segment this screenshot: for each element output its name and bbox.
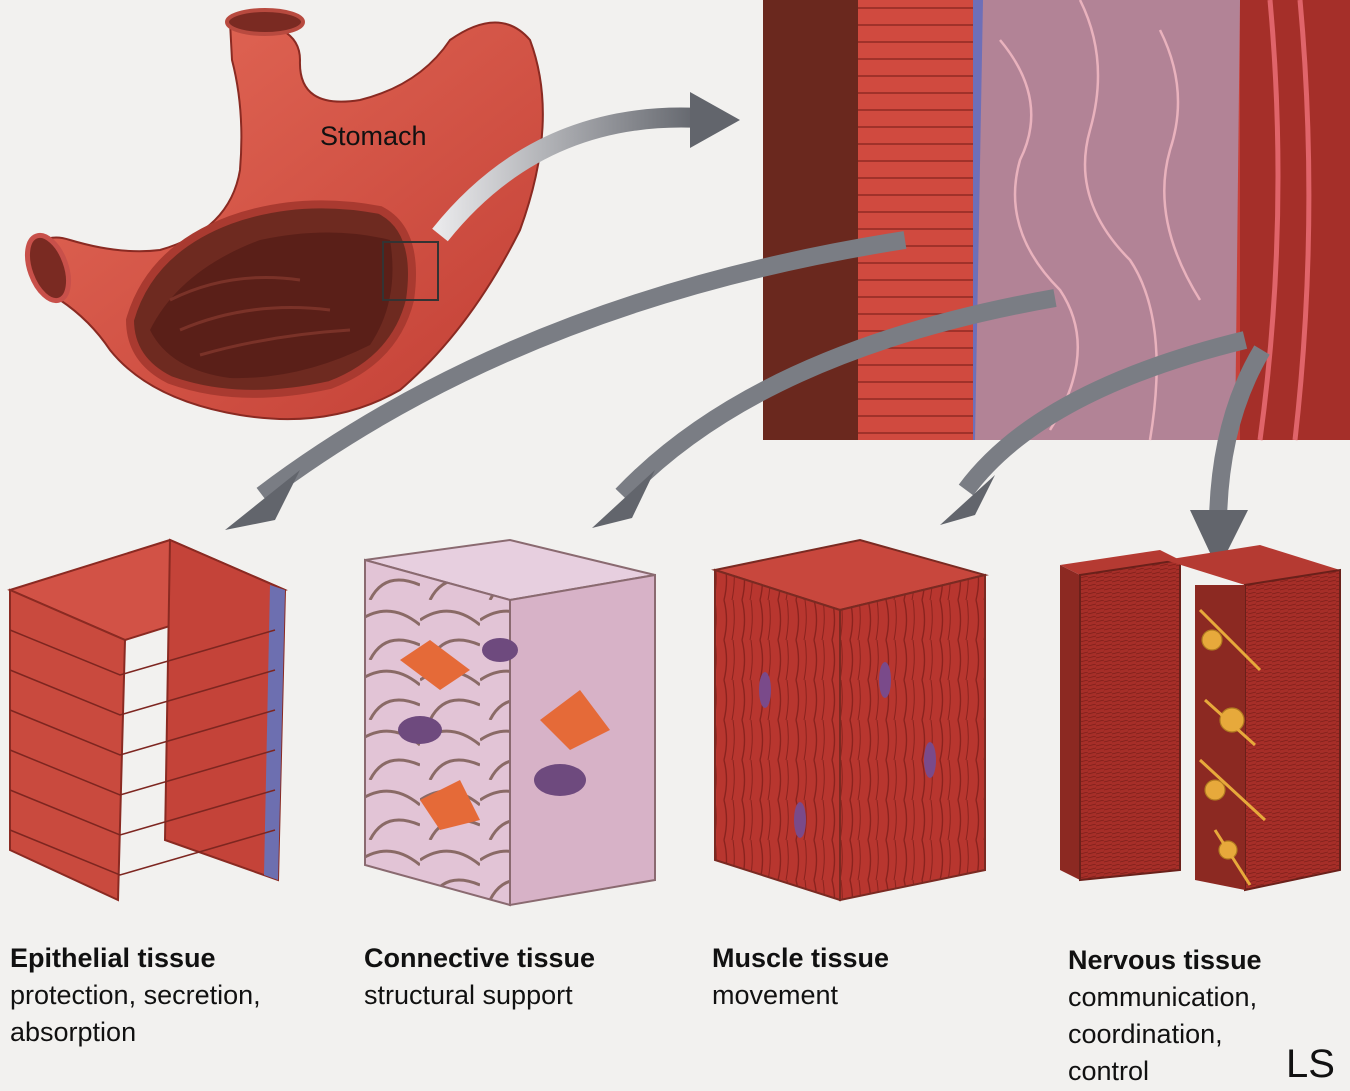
- tissue-description: movement: [712, 977, 889, 1014]
- tissue-description: communication, coordination, control: [1068, 979, 1262, 1090]
- enlarged-stomach-wall-section: [763, 0, 1350, 440]
- stomach-label: Stomach: [320, 121, 427, 151]
- nervous-tissue-block: [1060, 545, 1340, 890]
- muscle-tissue-label: Muscle tissue movement: [712, 940, 889, 1014]
- muscle-tissue-block: [715, 540, 985, 900]
- tissue-description: structural support: [364, 977, 595, 1014]
- arrow-to-section-arrowhead: [690, 92, 740, 148]
- tissue-name: Epithelial tissue: [10, 940, 261, 977]
- nervous-tissue-label: Nervous tissue communication, coordinati…: [1068, 942, 1262, 1090]
- epithelial-tissue-block: [10, 540, 285, 900]
- author-initials: LS: [1286, 1042, 1335, 1087]
- epithelial-tissue-label: Epithelial tissue protection, secretion,…: [10, 940, 261, 1051]
- tissue-description: protection, secretion, absorption: [10, 977, 261, 1051]
- tissue-name: Connective tissue: [364, 940, 595, 977]
- connective-tissue-label: Connective tissue structural support: [364, 940, 595, 1014]
- tissue-name: Nervous tissue: [1068, 942, 1262, 979]
- tissue-name: Muscle tissue: [712, 940, 889, 977]
- cell-nucleus-icon: [398, 716, 442, 744]
- connective-tissue-block: [365, 540, 655, 905]
